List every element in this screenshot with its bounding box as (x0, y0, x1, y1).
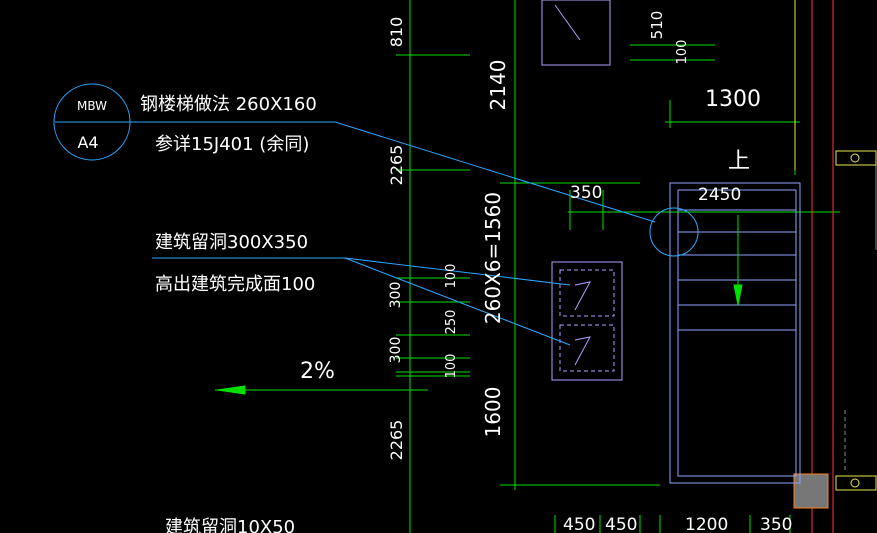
dim-810: 810 (387, 17, 406, 48)
dim-300-a: 300 (388, 282, 404, 309)
wall-lines (794, 0, 877, 533)
dim-100-top: 100 (675, 40, 690, 65)
dim-2450: 2450 (698, 185, 741, 205)
dim-300-b: 300 (388, 337, 404, 364)
slope-label: 2% (300, 359, 335, 384)
leader-lines (53, 83, 699, 346)
dim-260x6: 260X6=1560 (481, 192, 505, 324)
dim-1300: 1300 (705, 87, 761, 112)
note2-line2: 高出建筑完成面100 (155, 274, 315, 295)
note1-line1: 钢楼梯做法 260X160 (140, 94, 317, 115)
dim-510: 510 (648, 11, 666, 40)
dim-450-b: 450 (605, 515, 637, 533)
stair (669, 182, 801, 484)
dim-2265-bottom: 2265 (387, 420, 406, 461)
dimension-lines (215, 0, 840, 533)
bubble-top-text: MBW (77, 99, 107, 113)
dim-1600: 1600 (481, 387, 505, 438)
dim-250: 250 (444, 310, 459, 335)
stair-up-label: 上 (728, 149, 750, 174)
note3-text: 建筑留洞10X50 (165, 517, 295, 533)
dim-350-top: 350 (570, 183, 602, 203)
dim-2140: 2140 (486, 60, 510, 111)
hole-boxes (541, 0, 623, 381)
note2-line1: 建筑留洞300X350 (155, 232, 308, 253)
anchor-symbols (835, 150, 877, 491)
note1-line2: 参详15J401 (余同) (155, 134, 309, 155)
bubble-bottom-text: A4 (77, 133, 98, 152)
dim-350-bottom: 350 (760, 515, 792, 533)
dim-450-a: 450 (563, 515, 595, 533)
dim-1200: 1200 (685, 515, 728, 533)
dim-100-c: 100 (444, 354, 459, 379)
dim-2265-top: 2265 (387, 145, 406, 186)
column-block (793, 473, 829, 509)
dim-100-b: 100 (444, 264, 459, 289)
